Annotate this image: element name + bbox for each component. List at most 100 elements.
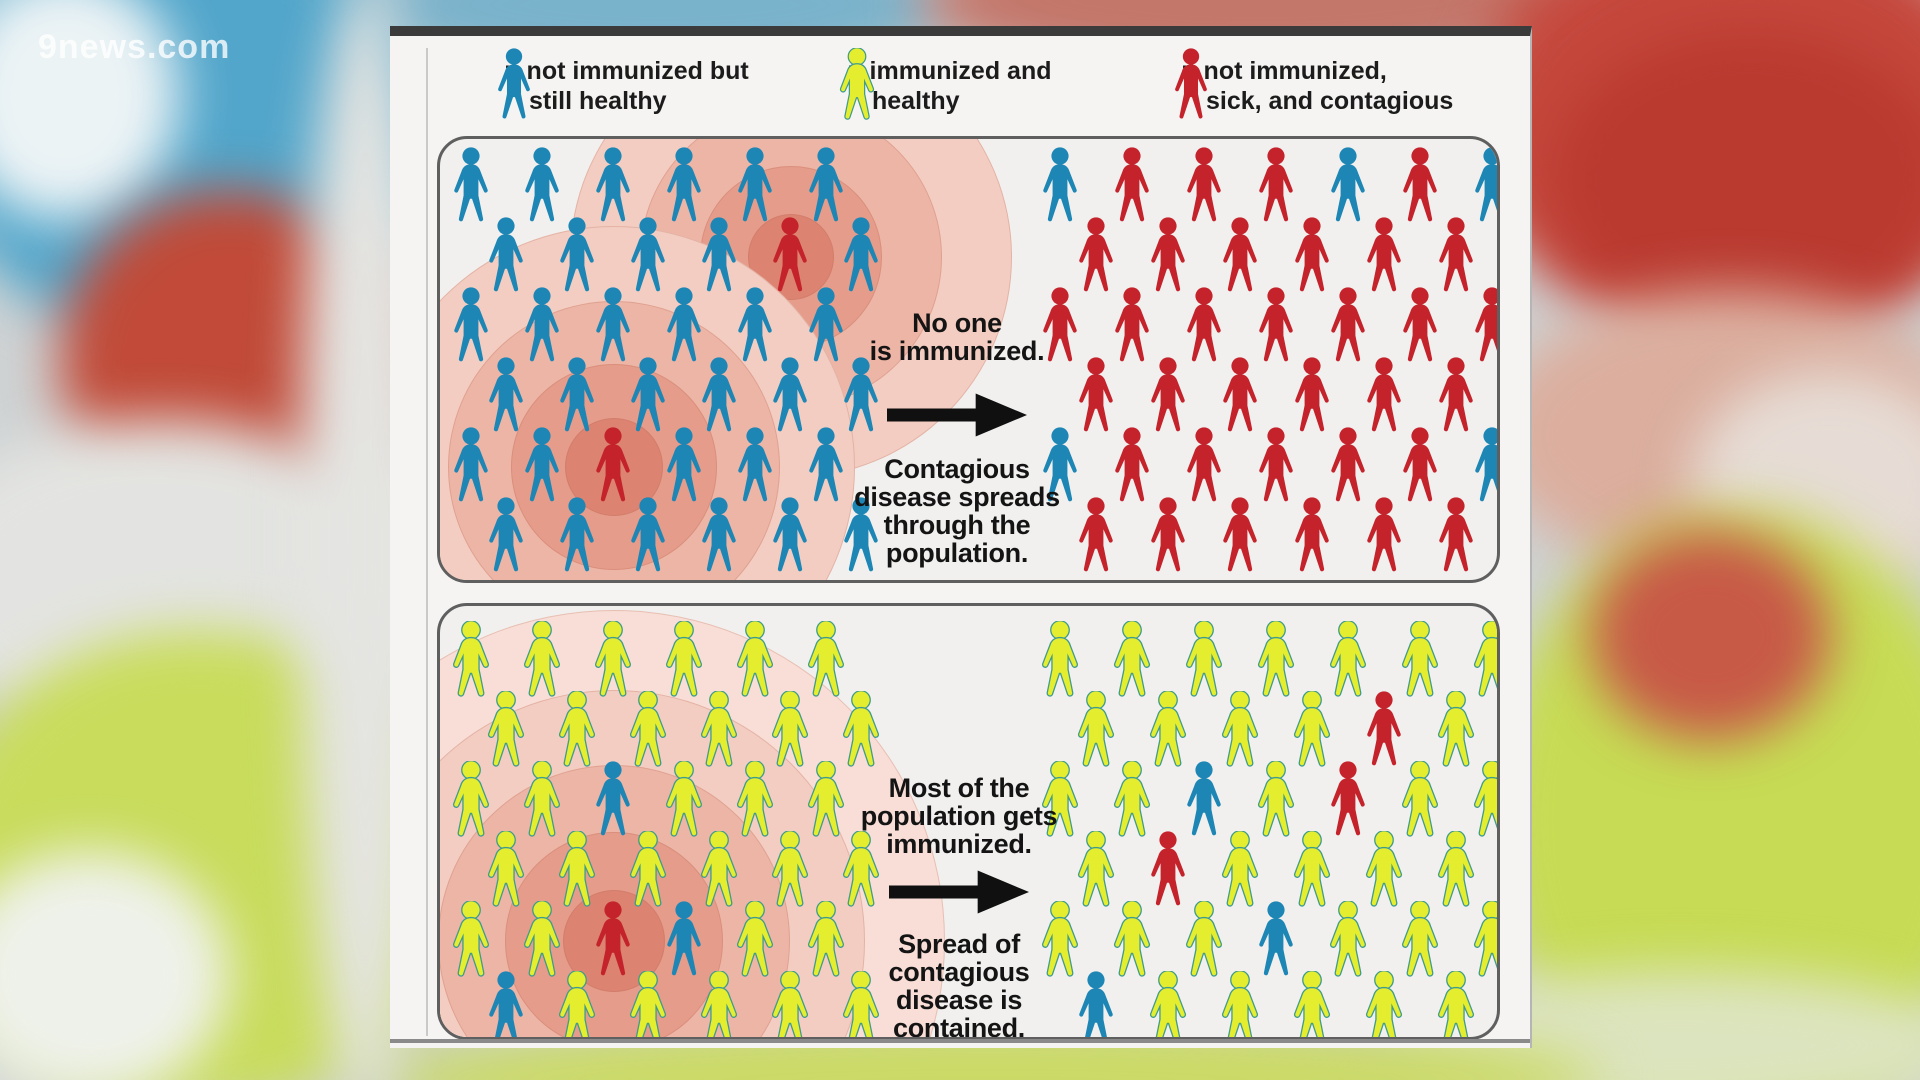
blue-person-icon xyxy=(809,427,843,502)
blue-person-icon xyxy=(596,147,630,222)
red-person-icon xyxy=(1079,217,1113,292)
yellow-person-icon xyxy=(1293,971,1331,1037)
red-person-icon xyxy=(1259,287,1293,362)
blue-person-icon xyxy=(667,427,701,502)
red-person-icon xyxy=(1439,357,1473,432)
yellow-person-icon xyxy=(1329,621,1367,697)
yellow-person-icon xyxy=(736,761,774,837)
blue-person-icon xyxy=(489,971,523,1037)
blue-person-icon xyxy=(631,357,665,432)
blue-person-icon xyxy=(596,761,630,836)
red-person-icon xyxy=(1259,147,1293,222)
red-person-icon xyxy=(1115,427,1149,502)
yellow-person-icon xyxy=(1437,971,1475,1037)
blue-person-icon xyxy=(525,287,559,362)
blue-person-icon xyxy=(667,287,701,362)
red-person-icon xyxy=(1367,497,1401,572)
red-person-icon xyxy=(1331,427,1365,502)
blue-person-icon xyxy=(489,357,523,432)
red-person-icon xyxy=(1151,357,1185,432)
blue-person-icon xyxy=(1079,971,1113,1037)
yellow-person-icon xyxy=(1257,621,1295,697)
blue-person-icon xyxy=(809,287,843,362)
background-blob xyxy=(0,850,230,1080)
yellow-person-icon xyxy=(1401,761,1439,837)
watermark-9news: 9news.com xyxy=(38,28,231,66)
red-person-icon xyxy=(1331,761,1365,836)
blue-person-icon xyxy=(738,287,772,362)
red-person-icon xyxy=(1259,427,1293,502)
blue-person-icon xyxy=(631,497,665,572)
blue-person-icon xyxy=(738,147,772,222)
red-person-icon xyxy=(1151,217,1185,292)
yellow-person-icon xyxy=(807,761,845,837)
card-bottom-border xyxy=(390,1039,1530,1043)
blue-person-icon xyxy=(454,147,488,222)
blue-person-icon xyxy=(525,427,559,502)
yellow-person-icon xyxy=(1221,691,1259,767)
yellow-person-icon xyxy=(736,621,774,697)
yellow-person-icon xyxy=(842,691,880,767)
yellow-person-icon xyxy=(665,621,703,697)
red-person-icon xyxy=(1223,357,1257,432)
red-person-icon xyxy=(1115,147,1149,222)
red-person-icon xyxy=(596,427,630,502)
yellow-person-icon xyxy=(1401,901,1439,977)
red-person-icon xyxy=(1151,831,1185,906)
yellow-person-icon xyxy=(594,621,632,697)
blue-person-icon xyxy=(702,217,736,292)
yellow-person-icon xyxy=(1041,621,1079,697)
yellow-person-icon xyxy=(629,831,667,907)
yellow-person-icon xyxy=(807,901,845,977)
yellow-person-icon xyxy=(452,621,490,697)
yellow-person-icon xyxy=(700,831,738,907)
red-person-icon xyxy=(1475,287,1497,362)
red-person-icon xyxy=(596,901,630,976)
blue-person-icon xyxy=(809,147,843,222)
blue-person-icon xyxy=(667,901,701,976)
red-person-icon xyxy=(1367,691,1401,766)
red-person-icon xyxy=(1295,497,1329,572)
yellow-person-icon xyxy=(1185,901,1223,977)
red-person-icon xyxy=(1115,287,1149,362)
yellow-person-icon xyxy=(1185,621,1223,697)
yellow-person-icon xyxy=(700,971,738,1037)
blue-person-icon xyxy=(702,497,736,572)
yellow-person-icon xyxy=(1113,761,1151,837)
yellow-person-icon xyxy=(523,901,561,977)
yellow-person-icon xyxy=(1437,691,1475,767)
red-person-icon xyxy=(1223,217,1257,292)
red-person-icon xyxy=(1223,497,1257,572)
red-person-icon xyxy=(1367,357,1401,432)
blue-person-icon xyxy=(1187,761,1221,836)
legend-item-red: = not immunized,sick, and contagious xyxy=(1172,48,1453,119)
blue-person-icon xyxy=(1043,147,1077,222)
blue-person-icon xyxy=(560,217,594,292)
yellow-person-icon xyxy=(558,971,596,1037)
blue-person-icon xyxy=(489,497,523,572)
blue-person-icon xyxy=(667,147,701,222)
blue-person-icon xyxy=(454,427,488,502)
blue-person-icon xyxy=(631,217,665,292)
red-person-icon xyxy=(1295,357,1329,432)
blue-person-icon xyxy=(489,217,523,292)
yellow-person-icon xyxy=(1401,621,1439,697)
blue-person-icon xyxy=(1475,147,1497,222)
blue-person-icon xyxy=(560,357,594,432)
yellow-person-icon xyxy=(1293,691,1331,767)
yellow-person-icon xyxy=(1437,831,1475,907)
yellow-person-icon xyxy=(452,761,490,837)
red-person-icon xyxy=(1079,497,1113,572)
